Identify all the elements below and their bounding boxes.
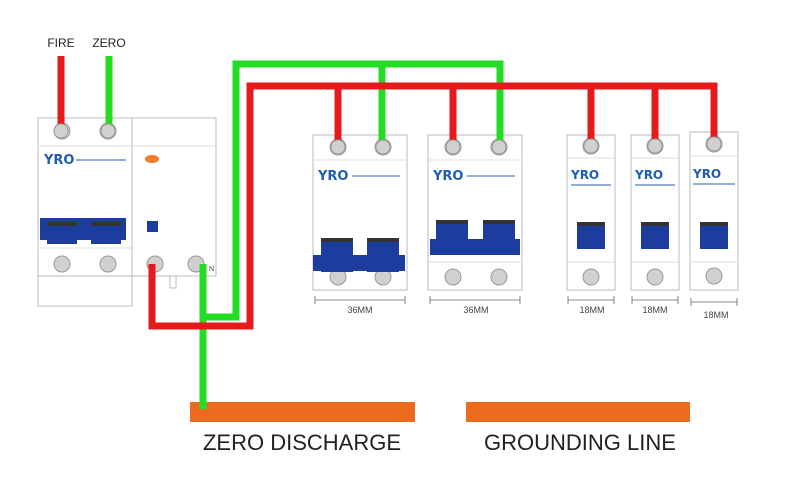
dimension-label: 18MM [703, 310, 728, 320]
zero-discharge-label: ZERO DISCHARGE [203, 430, 401, 455]
zero-discharge-busbar [190, 402, 415, 422]
brand-label: YRO [570, 168, 599, 182]
dimension-label: 18MM [642, 305, 667, 315]
dimension-18mm-b: 18MM [631, 296, 679, 315]
fire-label: FIRE [47, 36, 74, 50]
indicator-light [145, 155, 159, 163]
breaker-1p-b: YRO [630, 134, 680, 291]
neutral-distribution-wire [199, 60, 504, 408]
toggle-handle [641, 222, 669, 249]
breaker-1p-c: YRO [689, 131, 739, 291]
breaker-2p-b: YRO [427, 134, 523, 291]
breaker-2p-a: YRO [312, 134, 408, 291]
toggle-handle [577, 222, 605, 249]
dimension-label: 36MM [463, 305, 488, 315]
grounding-line-label: GROUNDING LINE [484, 430, 676, 455]
zero-label: ZERO [92, 36, 125, 50]
brand-label: YRO [692, 167, 721, 181]
brand-label: YRO [43, 153, 74, 168]
toggle-handle [430, 220, 520, 255]
toggle-handle [700, 222, 728, 249]
dimension-label: 36MM [347, 305, 372, 315]
brand-label: YRO [634, 168, 663, 182]
dimension-18mm-a: 18MM [567, 296, 615, 315]
dimension-36mm-b: 36MM [429, 296, 521, 315]
test-button [147, 221, 158, 232]
toggle-handle [40, 218, 126, 244]
rcd-module: N [131, 117, 217, 289]
toggle-handle [313, 238, 405, 272]
brand-label: YRO [317, 169, 348, 184]
neutral-mark: N [209, 266, 214, 273]
main-breaker: YRO [37, 117, 133, 307]
breaker-1p-a: YRO [566, 134, 616, 291]
brand-label: YRO [432, 169, 463, 184]
grounding-line-busbar [466, 402, 690, 422]
dimension-18mm-c: 18MM [690, 298, 738, 320]
dimension-36mm-a: 36MM [314, 296, 406, 315]
live-distribution-wire [148, 82, 718, 330]
dimension-label: 18MM [579, 305, 604, 315]
